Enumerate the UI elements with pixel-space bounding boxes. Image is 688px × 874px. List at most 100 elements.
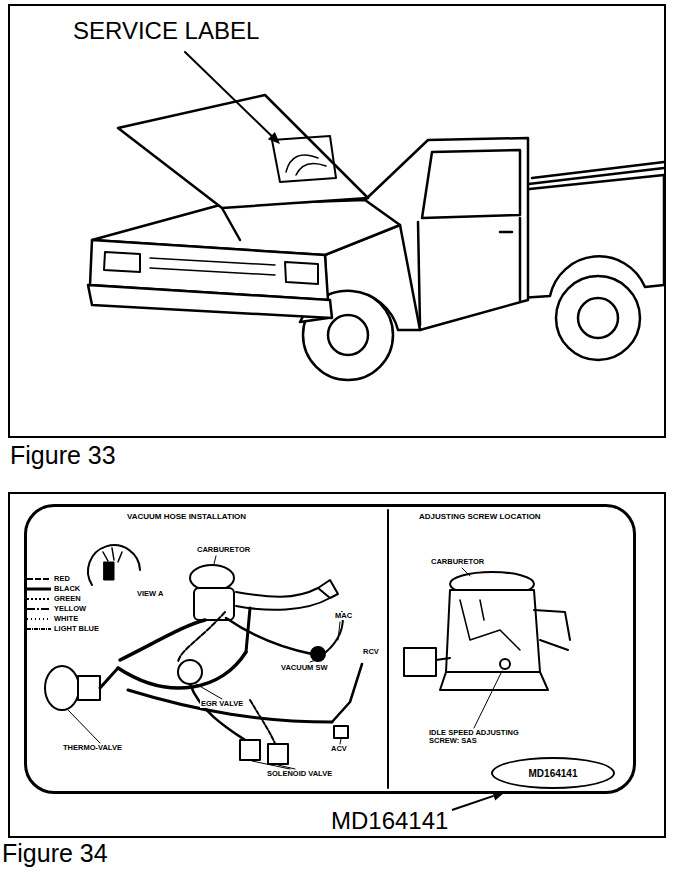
legend-entry: WHITE bbox=[26, 614, 78, 624]
leader-line bbox=[452, 796, 494, 810]
acv-valve bbox=[334, 726, 348, 738]
figure-caption: Figure 34 bbox=[2, 840, 108, 868]
legend-line-sample bbox=[26, 575, 52, 583]
linkage bbox=[460, 600, 520, 650]
legend-line-sample bbox=[26, 615, 52, 623]
part-name: IDLE SPEED ADJUSTING SCREW: SAS bbox=[428, 729, 542, 746]
part-name: RCV bbox=[362, 648, 380, 656]
vacuum-hose bbox=[128, 690, 332, 722]
part-name: CARBURETOR bbox=[196, 546, 251, 554]
part-name: VACUUM SW bbox=[280, 664, 329, 672]
vacuum-hose bbox=[226, 618, 312, 654]
legend-entry: YELLOW bbox=[26, 604, 86, 614]
part-number-oval: MD164141 bbox=[491, 757, 615, 789]
legend-text: WHITE bbox=[54, 615, 78, 623]
legend-line-sample bbox=[26, 595, 52, 603]
legend-line-sample bbox=[26, 605, 52, 613]
legend-entry: BLACK bbox=[26, 584, 80, 594]
legend-line-sample bbox=[26, 585, 52, 593]
legend-text: BLACK bbox=[54, 585, 80, 593]
pickup-truck bbox=[88, 52, 664, 380]
legend-line-sample bbox=[27, 598, 51, 600]
legend-line-sample bbox=[26, 625, 52, 633]
part-number: MD164141 bbox=[529, 768, 578, 779]
part-name: CARBURETOR bbox=[430, 558, 485, 566]
leader-line bbox=[68, 710, 100, 743]
view-name: VIEW A bbox=[136, 590, 164, 598]
legend-line-sample bbox=[27, 608, 51, 610]
bed-rail bbox=[532, 162, 664, 178]
truck-bed bbox=[520, 175, 664, 298]
part-name: MAC bbox=[334, 612, 353, 620]
vacuum-hose bbox=[120, 620, 205, 660]
service-label-plate bbox=[286, 155, 326, 175]
vacuum-hose bbox=[118, 652, 246, 688]
figure-frame: Figure 33 bbox=[8, 4, 666, 438]
leader-line bbox=[340, 739, 341, 744]
door-handle bbox=[500, 231, 512, 234]
linkage bbox=[436, 610, 570, 660]
carburetor-drawing bbox=[404, 568, 570, 728]
leader-line bbox=[252, 761, 295, 769]
legend-line-sample bbox=[27, 588, 51, 591]
leader-line bbox=[338, 622, 340, 640]
leader-line bbox=[462, 568, 470, 576]
legend-line-sample bbox=[27, 578, 51, 580]
solenoid-valve bbox=[268, 744, 288, 764]
dial-body bbox=[104, 562, 114, 580]
divider-line bbox=[387, 510, 389, 788]
legend-entry: RED bbox=[26, 574, 70, 584]
leader-line bbox=[214, 556, 216, 564]
rear-wheel bbox=[556, 276, 640, 360]
legend-text: LIGHT BLUE bbox=[54, 625, 99, 633]
section-heading: VACUUM HOSE INSTALLATION bbox=[127, 513, 246, 522]
md-callout bbox=[452, 791, 505, 810]
section-heading: ADJUSTING SCREW LOCATION bbox=[419, 513, 541, 522]
view-a-dial bbox=[88, 545, 140, 585]
part-name: EGR VALVE bbox=[200, 700, 244, 708]
thermo-valve bbox=[78, 676, 100, 700]
service-label-plate bbox=[272, 136, 336, 182]
legend-entry: GREEN bbox=[26, 594, 81, 604]
vacuum-hose-drawing bbox=[45, 510, 388, 788]
leader-line bbox=[196, 684, 222, 699]
bumper bbox=[88, 285, 332, 318]
open-hood bbox=[118, 95, 368, 208]
part-name: ACV bbox=[330, 745, 348, 753]
thermo-valve bbox=[45, 666, 79, 710]
cab-window bbox=[422, 150, 520, 218]
door-line bbox=[418, 218, 520, 325]
grille-bar bbox=[150, 258, 275, 275]
front-hub bbox=[328, 315, 368, 355]
leader-line bbox=[310, 660, 316, 662]
figure-caption: Figure 33 bbox=[10, 442, 116, 470]
vacuum-hose bbox=[190, 684, 248, 742]
arrow-head bbox=[268, 132, 280, 144]
dial-tick bbox=[103, 548, 122, 562]
vacuum-switch bbox=[311, 647, 325, 661]
legend-line-sample bbox=[27, 618, 51, 620]
headlight bbox=[104, 252, 318, 284]
leader-line bbox=[474, 671, 502, 728]
carburetor-body bbox=[194, 588, 234, 620]
vacuum-hose bbox=[178, 612, 225, 662]
carburetor-body bbox=[446, 590, 540, 672]
egr-valve bbox=[178, 660, 202, 684]
part-name: SOLENOID VALVE bbox=[266, 770, 333, 778]
legend-text: GREEN bbox=[54, 595, 81, 603]
solenoid-valve bbox=[240, 740, 260, 760]
leader-line bbox=[185, 52, 271, 136]
callout-label: SERVICE LABEL bbox=[72, 18, 260, 44]
vacuum-hose bbox=[100, 668, 118, 688]
part-number-callout: MD164141 bbox=[330, 808, 449, 834]
hood-prop bbox=[222, 208, 240, 240]
rear-hub bbox=[578, 298, 618, 338]
air-hose bbox=[318, 580, 338, 598]
legend-entry: LIGHT BLUE bbox=[26, 624, 99, 634]
solenoid-box bbox=[404, 648, 436, 676]
legend-line-sample bbox=[27, 628, 51, 630]
idle-screw bbox=[500, 659, 510, 669]
part-name: THERMO-VALVE bbox=[62, 744, 123, 752]
legend-text: YELLOW bbox=[54, 605, 86, 613]
